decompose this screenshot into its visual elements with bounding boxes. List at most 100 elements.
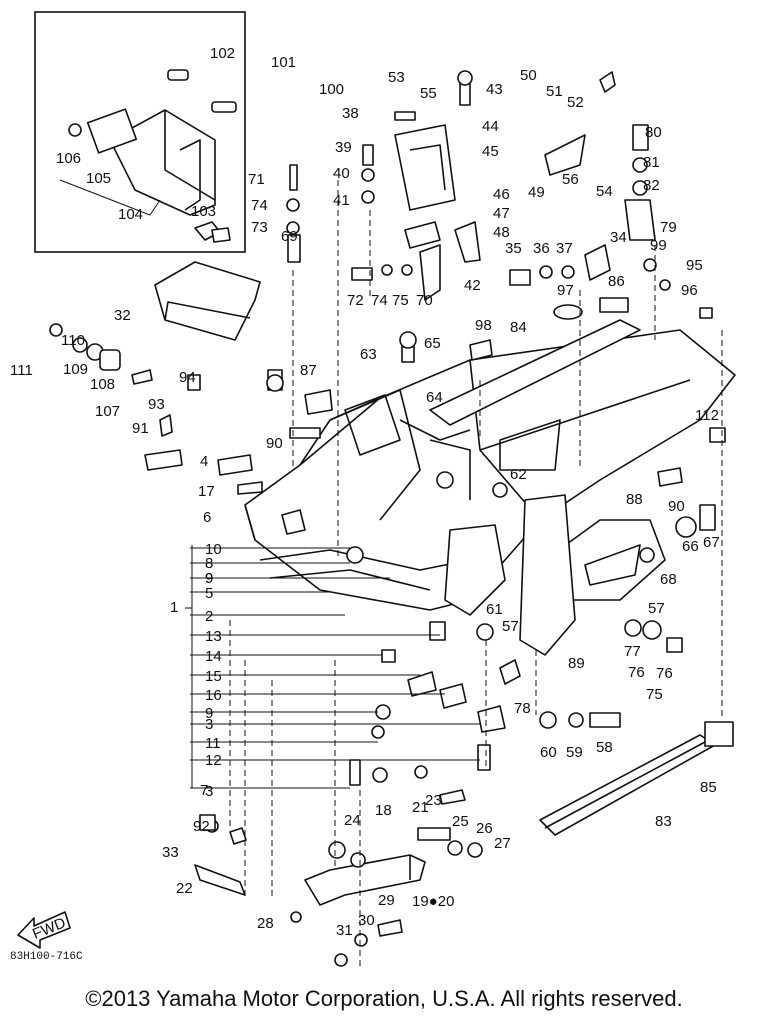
callout-number: 15	[205, 668, 222, 685]
reference-lines	[229, 180, 723, 970]
callout-number: 99	[650, 237, 667, 254]
callout-number: 64	[426, 389, 443, 406]
callout-number: 42	[464, 277, 481, 294]
callout-number: 9	[205, 570, 213, 587]
callout-number: 6	[203, 509, 211, 526]
callout-number: 63	[360, 346, 377, 363]
fwd-arrow: FWD	[17, 911, 71, 949]
callout-number: 76	[628, 664, 645, 681]
callout-number: 36	[533, 240, 550, 257]
callout-number: 16	[205, 687, 222, 704]
callout-number: 71	[248, 171, 265, 188]
callout-number: 58	[596, 739, 613, 756]
callout-number: 3	[205, 783, 213, 800]
callout-number: 107	[95, 403, 120, 420]
callout-number: 79	[660, 219, 677, 236]
callout-number: 25	[452, 813, 469, 830]
callout-number: 96	[681, 282, 698, 299]
callout-number: 9	[205, 570, 213, 587]
callout-number: 73	[251, 219, 268, 236]
callout-number: 33	[162, 844, 179, 861]
callout-number: 5	[205, 585, 213, 602]
callout-number: 44	[482, 118, 499, 135]
callout-number: 68	[660, 571, 677, 588]
callout-number: 17	[198, 483, 215, 500]
callout-number: 35	[505, 240, 522, 257]
callout-number: 21	[412, 799, 429, 816]
callout-number: 78	[514, 700, 531, 717]
main-frame	[244, 329, 736, 611]
callout-number: 10	[205, 541, 222, 558]
callout-number: 54	[596, 183, 613, 200]
callout-number: 103	[191, 203, 216, 220]
callout-number: 88	[626, 491, 643, 508]
callout-number: 40	[333, 165, 350, 182]
callout-number: 75	[392, 292, 409, 309]
callout-number: 100	[319, 81, 344, 98]
callout-number: 93	[148, 396, 165, 413]
callout-number: 69	[281, 228, 298, 245]
callout-number: 89	[568, 655, 585, 672]
copyright-notice: ©2013 Yamaha Motor Corporation, U.S.A. A…	[85, 986, 683, 1011]
callout-number: 43	[486, 81, 503, 98]
callout-number: 62	[510, 466, 527, 483]
callout-number: 41	[333, 192, 350, 209]
callout-number: 47	[493, 205, 510, 222]
callout-number: 106	[56, 150, 81, 167]
callout-number: 9	[205, 705, 213, 722]
callout-number: 30	[358, 912, 375, 929]
callout-number: 94	[179, 369, 196, 386]
callout-number: 70	[416, 292, 433, 309]
callout-number: 13	[205, 628, 222, 645]
callout-number: 83	[655, 813, 672, 830]
callout-number: 2	[205, 608, 213, 625]
callout-number: 66	[682, 538, 699, 555]
callout-number: 56	[562, 171, 579, 188]
callout-number: 46	[493, 186, 510, 203]
callout-number: 8	[205, 555, 213, 572]
fwd-label: FWD	[30, 914, 68, 943]
callout-labels: 12334567899910111213141516171819●2021222…	[10, 45, 720, 939]
callout-number: 110	[61, 332, 85, 349]
callout-number: 92	[193, 818, 210, 835]
seat-cover	[154, 261, 261, 341]
callout-number: 12	[205, 752, 222, 769]
callout-number: 105	[86, 170, 111, 187]
callout-number: 82	[643, 177, 660, 194]
callout-number: 31	[336, 922, 353, 939]
callout-number: 23	[425, 792, 442, 809]
rails	[429, 319, 734, 836]
callout-number: 74	[251, 197, 268, 214]
callout-number: 39	[335, 139, 352, 156]
callout-number: 65	[424, 335, 441, 352]
callout-number: 74	[371, 292, 388, 309]
hardware	[49, 70, 726, 967]
callout-number: 101	[271, 54, 296, 71]
callout-number: 57	[502, 618, 519, 635]
callout-number: 22	[176, 880, 193, 897]
callout-number: 90	[668, 498, 685, 515]
callout-number: 24	[344, 812, 361, 829]
callout-number: 14	[205, 648, 222, 665]
callout-number: 80	[645, 124, 662, 141]
callout-number: 45	[482, 143, 499, 160]
callout-number: 87	[300, 362, 317, 379]
callout-number: 108	[90, 376, 115, 393]
callout-number: 53	[388, 69, 405, 86]
callout-number: 26	[476, 820, 493, 837]
callout-number: 91	[132, 420, 149, 437]
callout-number: 32	[114, 307, 131, 324]
callout-number: 60	[540, 744, 557, 761]
callout-number: 50	[520, 67, 537, 84]
callout-number: 112	[695, 407, 719, 424]
callout-number: 4	[200, 453, 208, 470]
callout-number: 18	[375, 802, 392, 819]
callout-number: 61	[486, 601, 503, 618]
diagram-code: 83H100-716C	[10, 951, 83, 963]
callout-number: 51	[546, 83, 563, 100]
inset-detail	[34, 11, 246, 253]
callout-number: 98	[475, 317, 492, 334]
callout-number: 67	[703, 534, 720, 551]
callout-number: 55	[420, 85, 437, 102]
